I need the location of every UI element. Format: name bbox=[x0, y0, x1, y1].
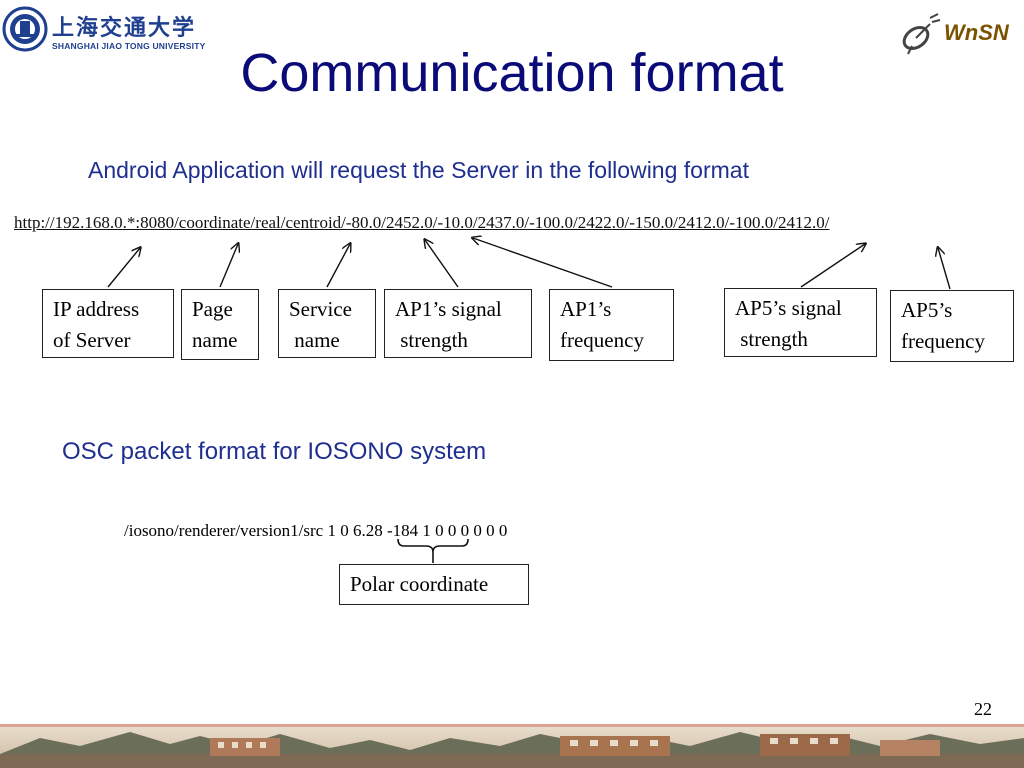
arrow-ap1-signal bbox=[425, 240, 459, 288]
ap5-signal-strength-label-box: AP5’s signal strength bbox=[724, 288, 877, 357]
campus-footer-image bbox=[0, 724, 1024, 768]
arrow-ap5-freq bbox=[938, 248, 951, 290]
ap1-signal-strength-label-box: AP1’s signal strength bbox=[384, 289, 532, 358]
polar-coordinate-label-box: Polar coordinate bbox=[339, 564, 529, 605]
arrow-ap5-signal bbox=[800, 244, 865, 288]
slide-title: Communication format bbox=[240, 43, 784, 103]
request-url[interactable]: http://192.168.0.*:8080/coordinate/real/… bbox=[14, 213, 830, 232]
ip-address-label-box: IP address of Server bbox=[42, 289, 174, 358]
page-number: 22 bbox=[974, 699, 992, 719]
osc-command: /iosono/renderer/version1/src 1 0 6.28 -… bbox=[124, 521, 508, 540]
satellite-dish-icon bbox=[902, 13, 941, 55]
ap5-frequency-label-box: AP5’s frequency bbox=[890, 290, 1014, 362]
osc-heading: OSC packet format for IOSONO system bbox=[62, 438, 487, 465]
intro-text: Android Application will request the Ser… bbox=[88, 157, 749, 183]
arrow-page bbox=[219, 244, 238, 288]
university-name-chinese: 上海交通大学 bbox=[52, 15, 197, 41]
arrow-ap1-freq bbox=[473, 238, 613, 288]
arrow-ip bbox=[107, 248, 140, 288]
wnsn-logo: WnSN bbox=[900, 8, 1020, 58]
university-name-english: SHANGHAI JIAO TONG UNIVERSITY bbox=[52, 41, 206, 51]
university-seal-icon bbox=[2, 6, 48, 52]
page-name-label-box: Page name bbox=[181, 289, 259, 360]
sjtu-logo: 上海交通大学 SHANGHAI JIAO TONG UNIVERSITY bbox=[2, 4, 205, 58]
service-name-label-box: Service name bbox=[278, 289, 376, 358]
arrow-service bbox=[326, 244, 350, 288]
lab-name: WnSN bbox=[944, 20, 1009, 45]
ap1-frequency-label-box: AP1’s frequency bbox=[549, 289, 674, 361]
